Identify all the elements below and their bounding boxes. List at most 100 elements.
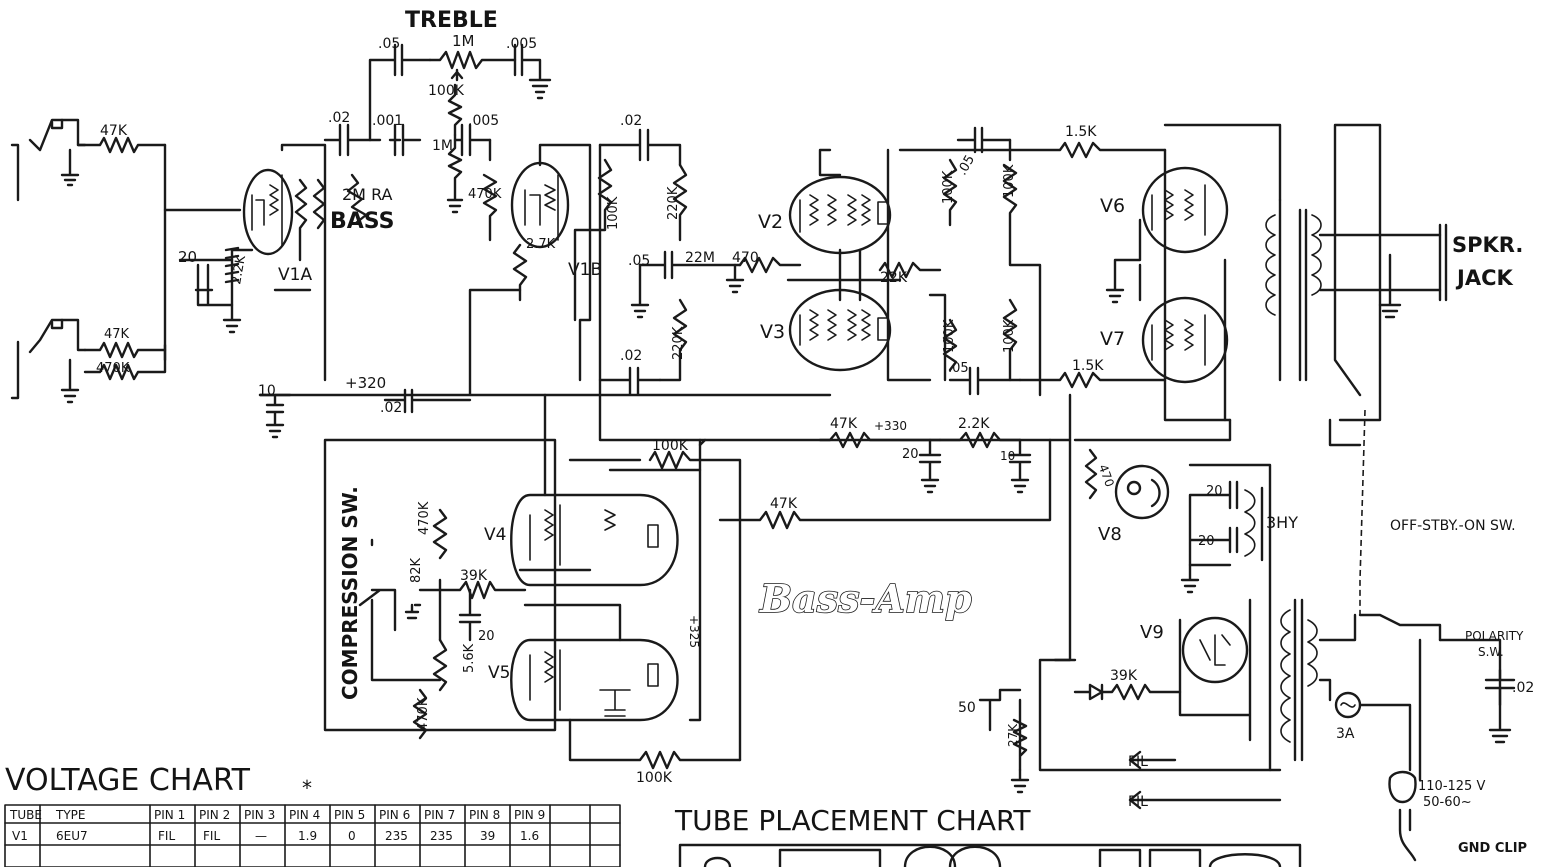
label-polarity-2: S.W. [1478, 645, 1504, 659]
voltage-chart-title: VOLTAGE CHART [5, 763, 251, 798]
vc-header-2: PIN 1 [154, 808, 185, 822]
label-r100k-pl2: 100K [942, 319, 957, 353]
label-pot-1m-b: 1M [432, 138, 453, 154]
label-v4: V4 [484, 525, 506, 545]
label-b-plus2: +330 [874, 419, 907, 433]
tube-placement-title: TUBE PLACEMENT CHART [674, 804, 1031, 837]
label-r220k-a: 220K [666, 186, 681, 220]
label-r470k-in: 470K [96, 361, 130, 376]
label-v8: V8 [1098, 524, 1122, 545]
vc-header-3: PIN 2 [199, 808, 230, 822]
vc-row1-0: V1 [12, 829, 28, 843]
label-spkr-2: JACK [1455, 266, 1513, 290]
label-r39k-bias: 39K [1110, 668, 1138, 684]
input-jack-2 [10, 318, 87, 404]
vc-row1-10: 1.6 [520, 829, 539, 843]
label-r47k-in: 47K [100, 123, 128, 139]
tube-v1a [242, 168, 294, 256]
label-mains-2: 50-60~ [1423, 795, 1472, 810]
label-r220k-b: 220K [671, 326, 686, 360]
label-r1-5k-b: 1.5K [1072, 358, 1104, 374]
vc-row1-6: 0 [348, 829, 356, 843]
label-c10-dec: 10 [1000, 449, 1015, 463]
label-c05-out2: .05 [948, 361, 969, 376]
label-c20-cath: 20 [178, 248, 197, 266]
label-polarity-1: POLARITY [1465, 629, 1524, 643]
label-c20-dec: 20 [902, 447, 919, 462]
vc-row1-9: 39 [480, 829, 495, 843]
label-r470k-comp: 470K [417, 501, 432, 535]
vc-header-9: PIN 8 [469, 808, 500, 822]
label-gnd-clip: GND CLIP [1458, 841, 1527, 856]
label-r2-7k: 2.7K [526, 237, 556, 252]
label-r470: 470 [732, 250, 759, 266]
label-r100k-b: 100K [606, 196, 621, 230]
vc-header-1: TYPE [55, 808, 85, 822]
label-c20-b: 20 [1198, 534, 1215, 549]
label-r27k: 27K [1006, 723, 1020, 747]
label-v2: V2 [758, 211, 783, 233]
label-r2-2k-dec: 2.2K [958, 416, 990, 432]
tube-v3 [788, 288, 892, 372]
label-r470-v8: 470 [1096, 462, 1117, 488]
tube-v5 [510, 638, 679, 722]
label-c02-a: .02 [328, 110, 350, 126]
label-c02-b: .02 [620, 113, 642, 129]
vc-row1-8: 235 [430, 829, 453, 843]
label-c10: 10 [258, 383, 276, 399]
vc-row1-7: 235 [385, 829, 408, 843]
label-c05-out: .05 [955, 153, 978, 178]
label-choke: 3HY [1266, 513, 1298, 532]
voltage-chart-table [4, 804, 621, 867]
tube-placement-chart [678, 843, 1302, 867]
vc-row1-4: — [255, 829, 267, 843]
label-r100k-pl3: 100K [1002, 164, 1017, 198]
label-c50: 50 [958, 700, 976, 716]
label-fil-1: FIL [1128, 754, 1148, 770]
label-b-plus: +320 [345, 374, 386, 392]
label-fil-2: FIL [1128, 794, 1148, 810]
label-c20-comp: 20 [478, 629, 495, 644]
label-mains-1: 110-125 V [1418, 779, 1485, 794]
tube-v2 [788, 175, 892, 255]
label-off-stby: OFF-STBY.-ON SW. [1390, 518, 1516, 534]
vc-row1-2: FIL [158, 829, 175, 843]
vc-row1-5: 1.9 [298, 829, 317, 843]
label-2m-ra: 2M RA [342, 185, 393, 204]
label-r470k-comp2: 470K [416, 697, 431, 731]
label-c05-treble: .05 [378, 36, 400, 52]
label-r100k-pl1: 100K [941, 170, 956, 204]
tube-v9 [1181, 616, 1249, 684]
input-jack-1 [10, 118, 87, 202]
label-pot-1m-treble: 1M [452, 32, 475, 50]
vc-header-4: PIN 3 [244, 808, 275, 822]
label-c005-b: .005 [506, 36, 537, 52]
label-v6: V6 [1100, 195, 1125, 217]
vc-header-10: PIN 9 [514, 808, 545, 822]
vc-header-7: PIN 6 [379, 808, 410, 822]
tube-v4 [510, 493, 679, 587]
label-v7: V7 [1100, 328, 1125, 350]
label-r100k-pl4: 100K [1002, 319, 1017, 353]
mains-plug [1388, 770, 1417, 804]
voltage-chart-mark: * [302, 776, 312, 800]
label-r47k-in2: 47K [104, 327, 130, 342]
vc-row1-3: FIL [203, 829, 220, 843]
tube-v6 [1141, 166, 1229, 254]
label-r5-6k: 5.6K [462, 643, 477, 673]
tube-v7 [1141, 296, 1229, 384]
label-v1a: V1A [278, 265, 312, 285]
label-c20-a: 20 [1206, 484, 1223, 499]
label-spkr-1: SPKR. [1452, 233, 1523, 257]
label-r100k-v5: 100K [636, 770, 673, 786]
label-v3: V3 [760, 321, 785, 343]
label-r100k-v4: 100K [652, 438, 689, 454]
vc-header-8: PIN 7 [424, 808, 455, 822]
label-c001: .001 [372, 113, 403, 129]
label-compression: COMPRESSION SW. [338, 486, 362, 700]
label-c02-pol: .02 [1512, 680, 1534, 696]
lamp-v8 [1114, 464, 1170, 520]
label-r82k: 82K [409, 557, 424, 583]
label-b-plus3: +325 [687, 615, 701, 648]
